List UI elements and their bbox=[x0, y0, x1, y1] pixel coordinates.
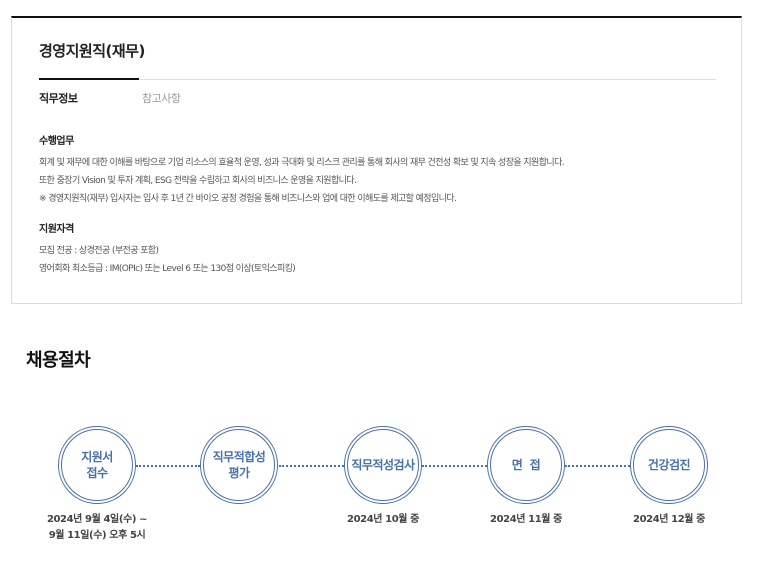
step-date-interview: 2024년 11월 중 bbox=[490, 514, 562, 525]
step-label: 직무적합성 평가 bbox=[212, 450, 266, 480]
qualification-english: 영어회화 최소등급 : IM(OPIc) 또는 Level 6 또는 130점 … bbox=[39, 264, 296, 274]
qualifications-heading: 지원자격 bbox=[39, 224, 74, 235]
duties-note: ※ 경영지원직(재무) 입사자는 입사 후 1년 간 바이오 공정 경험을 통해… bbox=[39, 194, 457, 204]
step-interview: 면 접 bbox=[487, 426, 565, 504]
process-title: 채용절차 bbox=[26, 350, 91, 371]
step-aptitude-test: 직무적성검사 bbox=[344, 426, 422, 504]
step-date-aptitude: 2024년 10월 중 bbox=[347, 514, 419, 525]
duties-heading: 수행업무 bbox=[39, 136, 74, 147]
tab-notes[interactable]: 참고사항 bbox=[142, 92, 181, 105]
step-label: 면 접 bbox=[511, 458, 541, 472]
duties-line-1: 회계 및 재무에 대한 이해를 바탕으로 기업 리소스의 효율적 운영, 성과 … bbox=[39, 158, 565, 168]
tab-divider bbox=[39, 79, 716, 80]
duties-line-2: 또한 중장기 Vision 및 투자 계획, ESG 전략을 수립하고 회사의 … bbox=[39, 176, 357, 186]
tab-job-info[interactable]: 직무정보 bbox=[39, 92, 78, 105]
step-date-application: 2024년 9월 4일(수) ~ 9월 11일(수) 오후 5시 bbox=[46, 514, 148, 541]
connector-2-3 bbox=[279, 465, 344, 467]
connector-3-4 bbox=[422, 465, 487, 467]
step-application: 지원서 접수 bbox=[58, 426, 136, 504]
step-health-check: 건강검진 bbox=[630, 426, 708, 504]
step-label: 직무적성검사 bbox=[351, 458, 415, 472]
connector-1-2 bbox=[136, 465, 200, 467]
step-label: 건강검진 bbox=[647, 458, 691, 472]
qualification-major: 모집 전공 : 상경전공 (부전공 포함) bbox=[39, 246, 159, 256]
step-date-health-check: 2024년 12월 중 bbox=[633, 514, 705, 525]
step-job-fit-evaluation: 직무적합성 평가 bbox=[200, 426, 278, 504]
job-title: 경영지원직(재무) bbox=[39, 42, 145, 60]
connector-4-5 bbox=[565, 465, 630, 467]
active-tab-indicator bbox=[39, 78, 139, 80]
job-info-card: 경영지원직(재무) 직무정보 참고사항 수행업무 회계 및 재무에 대한 이해를… bbox=[11, 16, 742, 304]
step-label: 지원서 접수 bbox=[81, 450, 113, 480]
